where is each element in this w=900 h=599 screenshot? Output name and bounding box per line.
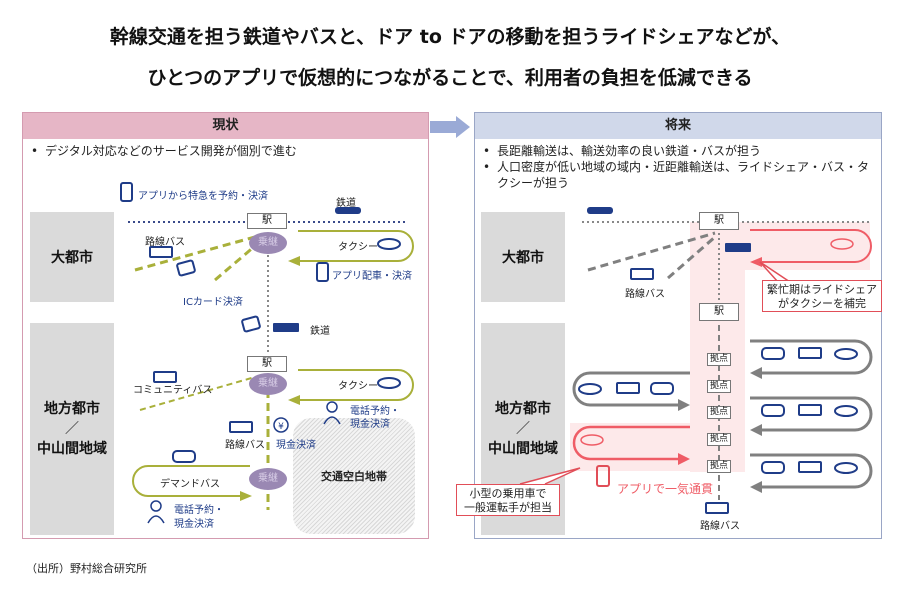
future-bullets: 長距離輸送は、輸送効率の良い鉄道・バスが担う 人口密度が低い地域の域内・近距離輸… bbox=[483, 143, 873, 191]
station-local-future: 駅 bbox=[699, 303, 739, 321]
transition-arrow-icon bbox=[430, 116, 470, 138]
callout-line2: 一般運転手が担当 bbox=[464, 501, 552, 514]
current-bullet: デジタル対応などのサービス開発が個別で進む bbox=[31, 143, 420, 159]
callout-line1: 繁忙期はライドシェア bbox=[767, 283, 877, 296]
transfer-node-local: 乗継 bbox=[249, 373, 287, 395]
rideshare-busy-zone bbox=[745, 222, 870, 270]
future-panel: 将来 長距離輸送は、輸送効率の良い鉄道・バスが担う 人口密度が低い地域の域内・近… bbox=[474, 112, 882, 539]
region-label-line1: 地方都市 bbox=[44, 401, 100, 417]
region-label-line1: 地方都市 bbox=[495, 401, 551, 417]
headline-line1: 幹線交通を担う鉄道やバスと、ドア to ドアの移動を担うライドシェアなどが、 bbox=[109, 26, 791, 48]
region-big-city-current: 大都市 bbox=[30, 212, 114, 302]
label-taxi: タクシー bbox=[338, 242, 378, 253]
current-header: 現状 bbox=[23, 113, 428, 139]
current-panel: 現状 デジタル対応などのサービス開発が個別で進む bbox=[22, 112, 429, 539]
hub-node: 拠点 bbox=[707, 406, 731, 419]
callout-small-car: 小型の乗用車で 一般運転手が担当 bbox=[456, 484, 560, 516]
label-demand-bus: デマンドバス bbox=[160, 479, 220, 490]
label-railway-bottom: 鉄道 bbox=[310, 326, 330, 337]
region-local-current: 地方都市 ／ 中山間地域 bbox=[30, 323, 114, 535]
label-route-bus-local: 路線バス bbox=[225, 440, 265, 451]
region-label-sep: ／ bbox=[516, 421, 530, 437]
hub-node: 拠点 bbox=[707, 380, 731, 393]
label-cash-payment: 現金決済 bbox=[276, 440, 316, 451]
label-railway-top: 鉄道 bbox=[336, 198, 356, 209]
rideshare-local-zone bbox=[570, 423, 690, 471]
label-route-bus: 路線バス bbox=[145, 237, 185, 248]
label-route-bus-future: 路線バス bbox=[625, 289, 665, 300]
callout-busy-season: 繁忙期はライドシェア がタクシーを補完 bbox=[762, 280, 882, 312]
label-phone-reserve-demand: 電話予約・ bbox=[174, 505, 224, 516]
label-route-bus-future-local: 路線バス bbox=[700, 521, 740, 532]
hub-node: 拠点 bbox=[707, 353, 731, 366]
region-big-city-future: 大都市 bbox=[481, 212, 565, 302]
source-note: （出所）野村総合研究所 bbox=[26, 562, 147, 575]
label-phone-reserve-taxi: 電話予約・ bbox=[350, 406, 400, 417]
callout-line2: がタクシーを補完 bbox=[778, 297, 866, 310]
label-ic-card: ICカード決済 bbox=[183, 297, 243, 308]
label-app-dispatch: アプリ配車・決済 bbox=[332, 271, 412, 282]
current-bullets: デジタル対応などのサービス開発が個別で進む bbox=[31, 143, 420, 159]
station-big-city: 駅 bbox=[247, 213, 287, 229]
label-taxi-local: タクシー bbox=[338, 381, 378, 392]
station-big-city-future: 駅 bbox=[699, 212, 739, 230]
headline-line2: ひとつのアプリで仮想的につながることで、利用者の負担を低減できる bbox=[147, 67, 753, 89]
hub-node: 拠点 bbox=[707, 460, 731, 473]
label-app-express: アプリから特急を予約・決済 bbox=[138, 191, 268, 202]
void-area-label: 交通空白地帯 bbox=[321, 470, 387, 483]
region-label: 大都市 bbox=[51, 250, 93, 266]
label-app-through: アプリで一気通貫 bbox=[617, 482, 714, 496]
region-label: 大都市 bbox=[502, 250, 544, 266]
region-label-line2: 中山間地域 bbox=[37, 441, 107, 457]
callout-line1: 小型の乗用車で bbox=[469, 487, 547, 500]
transfer-node-demand: 乗継 bbox=[249, 468, 287, 490]
label-cash-demand: 現金決済 bbox=[174, 519, 214, 530]
future-header: 将来 bbox=[475, 113, 881, 139]
label-community-bus: コミュニティバス bbox=[133, 385, 213, 396]
label-cash-taxi: 現金決済 bbox=[350, 419, 390, 430]
hub-node: 拠点 bbox=[707, 433, 731, 446]
transport-void-area bbox=[293, 418, 415, 534]
region-label-sep: ／ bbox=[65, 421, 79, 437]
region-label-line2: 中山間地域 bbox=[488, 441, 558, 457]
transfer-node-big-city: 乗継 bbox=[249, 232, 287, 254]
future-bullet: 人口密度が低い地域の域内・近距離輸送は、ライドシェア・バス・タクシーが担う bbox=[483, 159, 873, 191]
station-local: 駅 bbox=[247, 356, 287, 372]
future-bullet: 長距離輸送は、輸送効率の良い鉄道・バスが担う bbox=[483, 143, 873, 159]
